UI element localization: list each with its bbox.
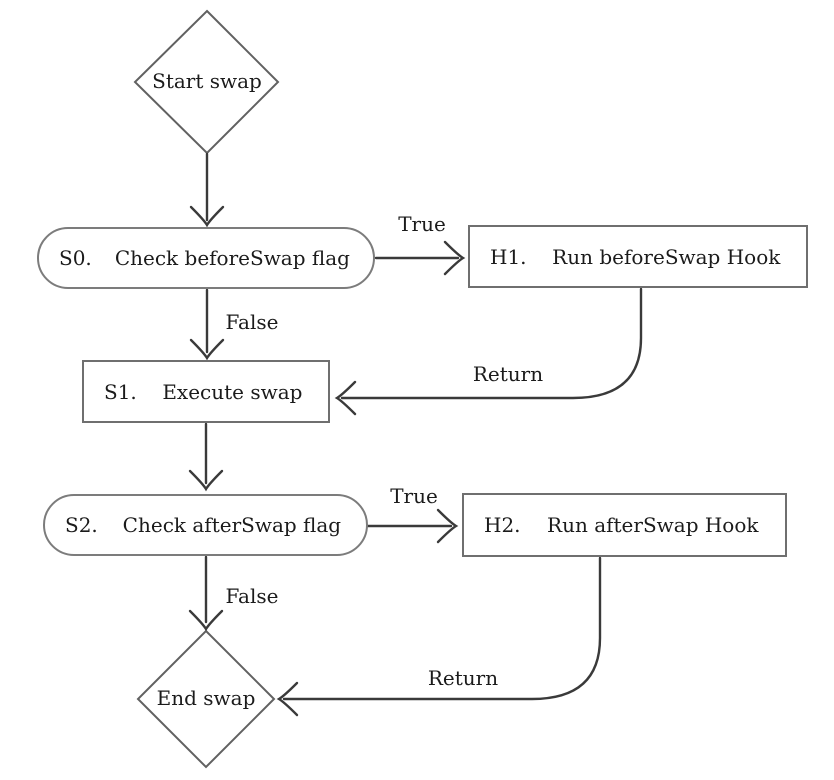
end-diamond-shape bbox=[136, 629, 276, 769]
edge-label-true-1: True bbox=[398, 212, 446, 236]
node-s1-id: S1. bbox=[104, 379, 137, 404]
arrowhead-left-s1 bbox=[334, 380, 357, 416]
arrowhead-down-s0 bbox=[189, 205, 225, 228]
edge-label-return-1: Return bbox=[472, 362, 544, 386]
node-s0-id: S0. bbox=[59, 246, 92, 270]
node-s2-check-afterswap-flag: S2. Check afterSwap flag bbox=[43, 494, 368, 556]
edge-label-true-2: True bbox=[390, 484, 438, 508]
edge-label-false-1: False bbox=[225, 310, 279, 334]
start-node-label: Start swap bbox=[152, 69, 262, 93]
arrowhead-down-end bbox=[188, 609, 224, 632]
node-h2-id: H2. bbox=[484, 513, 521, 537]
edge-h1-to-s1 bbox=[340, 287, 643, 400]
node-h1-run-beforeswap-hook: H1. Run beforeSwap Hook bbox=[468, 225, 808, 288]
edge-h2-to-end bbox=[282, 556, 602, 701]
node-s2-id: S2. bbox=[65, 513, 98, 537]
node-h1-label: Run beforeSwap Hook bbox=[552, 244, 781, 269]
node-h2-run-afterswap-hook: H2. Run afterSwap Hook bbox=[462, 493, 787, 557]
arrowhead-right-h2 bbox=[436, 508, 459, 544]
arrowhead-down-s2 bbox=[188, 469, 224, 492]
arrowhead-right-h1 bbox=[443, 240, 466, 276]
node-h2-label: Run afterSwap Hook bbox=[547, 513, 759, 537]
node-s0-check-beforeswap-flag: S0. Check beforeSwap flag bbox=[37, 227, 375, 289]
arrowhead-left-end bbox=[276, 681, 299, 717]
node-s0-label: Check beforeSwap flag bbox=[114, 246, 350, 270]
node-h1-id: H1. bbox=[490, 244, 527, 269]
edge-label-return-2: Return bbox=[427, 666, 499, 690]
node-s1-execute-swap: S1. Execute swap bbox=[82, 360, 330, 423]
end-node-label: End swap bbox=[156, 686, 256, 710]
arrowhead-down-s1 bbox=[189, 338, 225, 361]
node-s1-label: Execute swap bbox=[162, 379, 303, 404]
edge-label-false-2: False bbox=[225, 584, 279, 608]
node-s2-label: Check afterSwap flag bbox=[122, 513, 342, 537]
